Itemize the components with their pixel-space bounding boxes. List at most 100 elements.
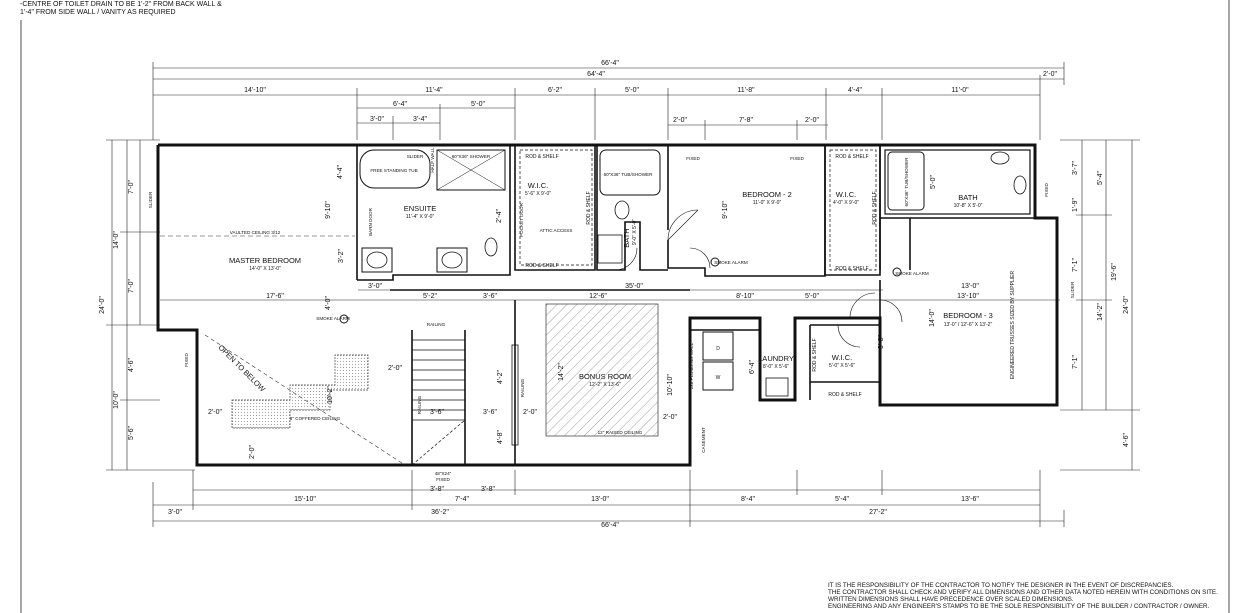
dim-l1: 7'-0"	[128, 180, 135, 194]
room-ensuite-name: ENSUITE	[404, 204, 437, 213]
note-line-1: -CENTRE OF TOILET DRAIN TO BE 1'-2" FROM…	[20, 1, 222, 8]
dimension-lines	[106, 62, 1140, 527]
dim-b3: 2'-0"	[805, 117, 819, 124]
label-rod-shelf: ROD & SHELF	[872, 191, 878, 224]
dim-t6: 4'-4"	[848, 87, 862, 94]
ensuite-toilet	[484, 237, 498, 257]
bath-2-toilet	[1013, 175, 1027, 195]
dim-m4: 12'-6"	[589, 293, 607, 300]
label-rod-shelf: ROD & SHELF	[525, 154, 558, 160]
dim-s6: 10'-2"	[327, 386, 334, 404]
dim-r9: 4'-6"	[1123, 433, 1130, 447]
dim-overall-top: 66'-4"	[601, 60, 619, 67]
dim-bt6: 13'-6"	[961, 496, 979, 503]
bath-2-tub	[887, 151, 925, 211]
dim-s20: 3'-2"	[338, 249, 345, 263]
label-attic-access: ATTIC ACCESS	[540, 228, 573, 233]
railing-right	[511, 344, 519, 446]
dim-l5: 4'-6"	[128, 358, 135, 372]
dim-bt2: 7'-4"	[455, 496, 469, 503]
label-dryer: D	[716, 346, 720, 352]
dim-s15: 9'-10"	[325, 201, 332, 219]
label-plumbing-wall: 2x6 PLUMBING WALL	[689, 342, 694, 389]
label-rod-shelf: ROD & SHELF	[812, 338, 818, 371]
dim-s23: 2'-4"	[496, 209, 503, 223]
dim-t3: 6'-2"	[548, 87, 562, 94]
dim-m7: 13'-10"	[957, 293, 979, 300]
dim-l7: 5'-6"	[128, 426, 135, 440]
dim-s14: 10'-10"	[667, 374, 674, 396]
dim-r7: 14'-2"	[1097, 303, 1104, 321]
washer	[702, 361, 734, 391]
exterior-walls	[156, 143, 1059, 467]
room-wic1-size: 5'-6" X 9'-0"	[525, 191, 551, 197]
label-pocket-door: POCKET DOOR	[519, 202, 524, 237]
dim-m2: 5'-2"	[423, 293, 437, 300]
dim-l6: 10'-0"	[113, 391, 120, 409]
wic-2-shelving	[829, 149, 877, 271]
dim-e3: 3'-0"	[370, 116, 384, 123]
dim-s7: 2'-0"	[208, 409, 222, 416]
dim-b1: 2'-0"	[673, 117, 687, 124]
dim-m5: 8'-10"	[736, 293, 754, 300]
room-wic3-size: 5'-0" X 5'-6"	[829, 363, 855, 369]
room-laundry-name: LAUNDRY	[758, 354, 794, 363]
label-slider-window: SLIDER	[148, 191, 153, 208]
freestanding-tub	[359, 149, 431, 189]
dim-r6: 24'-0"	[1123, 296, 1130, 314]
dryer	[702, 331, 734, 361]
label-barn-door: BARN DOOR	[368, 207, 373, 236]
label-smoke-alarm: SMOKE ALARM	[895, 271, 929, 276]
dim-r4: 7'-1"	[1072, 258, 1079, 272]
dim-top-2: 2'-0"	[1043, 71, 1057, 78]
dim-e1: 6'-4"	[393, 101, 407, 108]
bath-2-outline	[884, 149, 1031, 215]
dim-s21: 4'-0"	[325, 296, 332, 310]
label-raised-ceiling: 12" RAISED CEILING	[598, 430, 643, 435]
room-bath2-size: 10'-8" X 5'-0"	[954, 203, 983, 209]
dim-l3: 7'-0"	[128, 279, 135, 293]
dim-bb2: 27'-2"	[869, 509, 887, 516]
dim-m3: 3'-6"	[483, 293, 497, 300]
dim-e2: 5'-0"	[471, 101, 485, 108]
label-tub-shower: 60"X36" TUB/SHOWER	[904, 157, 909, 207]
dim-t2: 11'-4"	[425, 87, 443, 94]
label-fixed-window: FIXED	[184, 353, 189, 367]
dim-s12: 4'-2"	[497, 370, 504, 384]
label-fixed-window: FIXED	[686, 156, 700, 161]
label-open-to-below: OPEN TO BELOW	[216, 343, 267, 394]
label-railing: RAILING	[520, 378, 525, 397]
label-shower: 60"X36" SHOWER	[452, 154, 491, 159]
smoke-alarm-icon	[710, 257, 720, 267]
label-window-48x24: 48"X24"	[435, 471, 452, 476]
footer-line-2: THE CONTRACTOR SHALL CHECK AND VERIFY AL…	[828, 589, 1218, 596]
dim-bb3: 3'-0"	[168, 509, 182, 516]
label-slider-window: SLIDER	[407, 154, 424, 159]
dim-bt5: 5'-4"	[835, 496, 849, 503]
label-casement-window: CASEMENT	[701, 427, 706, 453]
label-vaulted-ceiling: VAULTED CEILING 3/12	[230, 230, 281, 235]
room-laundry-size: 8'-0" X 5'-6"	[763, 364, 789, 370]
label-half-wall: HALF WALL	[430, 147, 435, 173]
coffered-ceiling	[231, 354, 369, 429]
dim-t4: 5'-0"	[625, 87, 639, 94]
room-bonus-size: 12'-2" X 13'-6"	[589, 382, 621, 388]
label-rod-shelf: ROD & SHELF	[835, 154, 868, 160]
dim-bt3: 13'-0"	[591, 496, 609, 503]
vanity-sink-1	[361, 247, 393, 273]
room-bed2-size: 11'-0" X 9'-0"	[753, 200, 782, 206]
dim-r3: 1'-9"	[1072, 198, 1079, 212]
room-bed2-name: BEDROOM - 2	[742, 190, 792, 199]
label-smoke-alarm: SMOKE ALARM	[714, 260, 748, 265]
dim-bt1: 15'-10"	[294, 496, 316, 503]
label-slider-window: SLIDER	[1070, 281, 1075, 298]
dim-r2: 5'-4"	[1097, 171, 1104, 185]
label-rod-shelf: ROD & SHELF	[828, 392, 861, 398]
dim-s4: 3'-6"	[483, 409, 497, 416]
dim-t5: 11'-8"	[737, 87, 755, 94]
dim-top-64: 64'-4"	[587, 71, 605, 78]
dim-s19: 6'-4"	[749, 360, 756, 374]
ensuite-shower	[436, 149, 506, 191]
label-rod-shelf: ROD & SHELF	[835, 266, 868, 272]
dim-r8: 7'-1"	[1072, 355, 1079, 369]
